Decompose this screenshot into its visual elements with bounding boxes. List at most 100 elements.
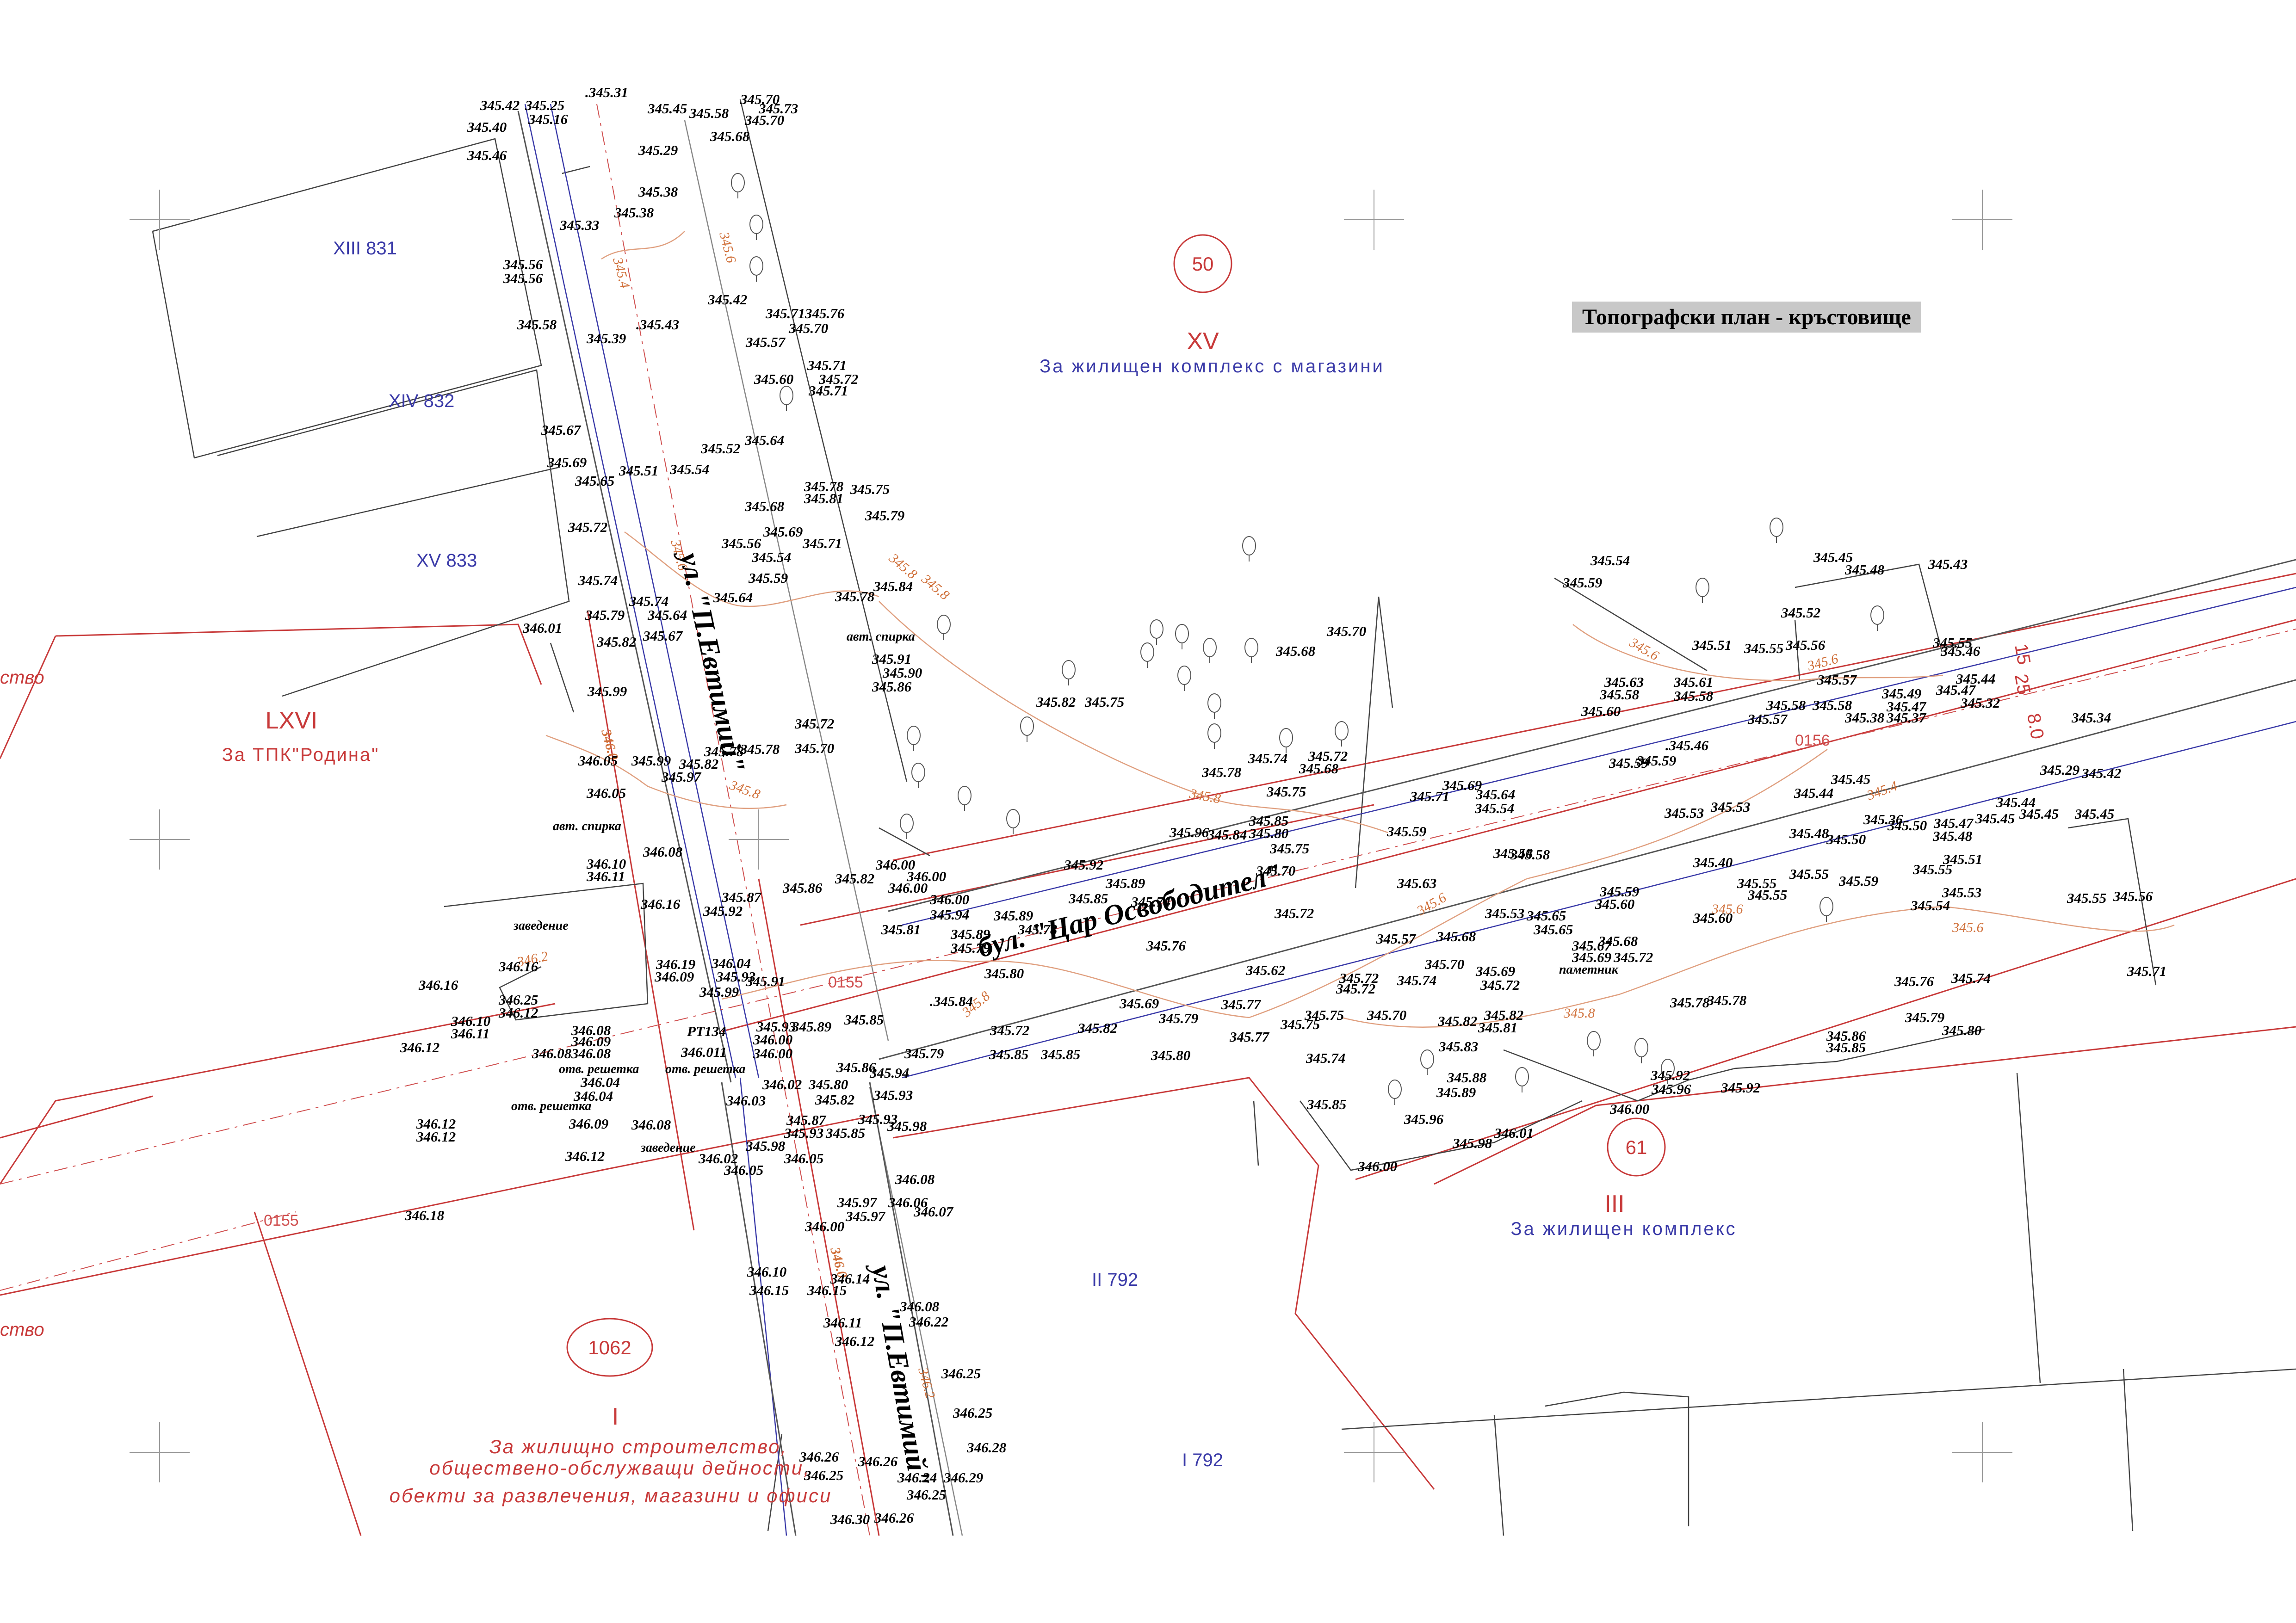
elevation-label: 346.10: [747, 1264, 786, 1280]
elevation-label: 345.46: [1940, 643, 1980, 659]
elevation-label: 345.67: [541, 422, 582, 438]
elevation-label: 345.45: [1831, 771, 1870, 787]
elevation-label: 345.70: [1256, 863, 1295, 879]
svg-text:XV 833: XV 833: [416, 550, 477, 571]
elevation-label: 346.03: [726, 1092, 766, 1109]
elevation-label: 345.98: [745, 1138, 786, 1154]
elevation-label: 345.57: [1376, 931, 1417, 947]
elevation-label: 345.86: [782, 880, 823, 896]
elevation-label: 345.53: [1664, 805, 1704, 821]
elevation-label: 345.69: [763, 524, 803, 540]
elevation-label: 346.25: [941, 1365, 981, 1382]
svg-text:345.6: 345.6: [1952, 920, 1984, 935]
elevation-label: 346.05: [784, 1150, 823, 1166]
svg-text:II 792: II 792: [1092, 1270, 1138, 1290]
elevation-label: 346.00: [875, 857, 915, 873]
elevation-label: 345.38: [614, 204, 654, 221]
elevation-label: 346.08: [571, 1045, 611, 1061]
elevation-label: 345.64: [647, 607, 687, 623]
elevation-label: 345.74: [1951, 970, 1991, 986]
elevation-label: 345.68: [744, 498, 785, 514]
elevation-label: 346.15: [749, 1282, 789, 1298]
parcel-boundaries: [0, 573, 2296, 1536]
elevation-label: 345.78: [1707, 992, 1747, 1008]
feature-labels: авт. спирка авт. спирка заведение заведе…: [511, 629, 1619, 1155]
elevation-label: 345.63: [1604, 674, 1644, 690]
elevation-label: 345.44: [1794, 785, 1833, 801]
svg-text:обекти за развлечения, магазин: обекти за развлечения, магазини и офиси: [390, 1485, 832, 1506]
elevation-label: 346.04: [711, 955, 751, 971]
elevation-label: 345.72: [568, 519, 607, 535]
parcel-61-circle: [1607, 1117, 1666, 1177]
elevation-label: 346.25: [953, 1405, 992, 1421]
elevation-label: 345.53: [1710, 799, 1750, 815]
svg-text:отв. решетка: отв. решетка: [511, 1099, 591, 1113]
elevation-label: 345.93: [756, 1018, 796, 1035]
elevation-label: 345.97: [845, 1208, 886, 1224]
elevation-label: 345.59: [1636, 753, 1676, 769]
svg-text:345.8: 345.8: [918, 571, 953, 603]
elevation-label: 345.64: [744, 432, 784, 448]
svg-text:345.6: 345.6: [716, 230, 739, 265]
elevation-label: 345.54: [1910, 897, 1950, 913]
elevation-label: 345.91: [745, 973, 785, 989]
elevation-label: 345.45: [2019, 806, 2059, 822]
elevation-label: 345.81: [881, 921, 921, 938]
elevation-label: 346.05: [724, 1162, 763, 1178]
elevation-label: 345.70: [744, 112, 784, 128]
elevation-label: 345.32: [1960, 695, 2000, 711]
elevation-label: 345.80: [984, 965, 1024, 981]
elevation-label: 345.87: [786, 1112, 827, 1128]
elevation-label: 345.55: [2067, 890, 2106, 906]
elevation-label: 345.50: [1826, 831, 1866, 847]
svg-text:III: III: [1604, 1191, 1624, 1217]
elevation-label: 345.58: [689, 105, 729, 121]
elevation-label: 345.45: [2074, 806, 2114, 822]
svg-text:отв. решетка: отв. решетка: [665, 1062, 745, 1076]
elevation-label: 346.22: [909, 1314, 948, 1330]
elevation-label: 345.69: [1119, 995, 1159, 1012]
elevation-label: 345.58: [1493, 845, 1533, 861]
elevation-label: 345.58: [1599, 686, 1640, 703]
svg-text:За ТПК"Родина": За ТПК"Родина": [222, 745, 380, 765]
elevation-label: 345.87: [721, 889, 762, 905]
contour-lines: [545, 231, 2175, 1028]
elevation-label: 345.98: [887, 1118, 927, 1134]
elevation-label: 345.54: [1474, 800, 1514, 816]
elevation-label: 345.50: [1887, 817, 1927, 833]
elevation-label: 346.04: [573, 1088, 613, 1104]
elevation-label: 345.83: [1438, 1038, 1478, 1055]
elevation-label: 345.29: [638, 142, 678, 158]
elevation-label: 345.93: [858, 1111, 897, 1127]
elevation-label: 345.78: [1017, 921, 1058, 938]
elevation-label: 345.25: [525, 97, 564, 113]
elevation-label: 345.45: [647, 100, 687, 117]
elevation-label: 345.71: [808, 383, 848, 399]
elevation-label: 345.36: [1863, 811, 1903, 827]
elevation-label: 345.77: [1229, 1029, 1270, 1045]
elevation-label: 345.71: [2127, 963, 2166, 979]
elevation-label: 345.72: [1339, 970, 1379, 986]
elevation-label: 345.44: [1956, 671, 1995, 687]
elevation-label: 346.12: [498, 1005, 538, 1021]
elevation-label: 346.00: [906, 868, 946, 884]
elevation-label: 345.38: [638, 184, 678, 200]
elevation-label: 345.72: [794, 716, 834, 732]
elevation-label: 346.16: [640, 896, 681, 912]
elevation-label: 345.78: [804, 478, 844, 494]
elevation-label: .345.43: [636, 316, 679, 333]
elevation-label: 345.59: [1838, 873, 1878, 889]
elevation-label: 345.82: [679, 756, 718, 772]
elevation-label: 345.56: [2113, 888, 2153, 904]
elevation-label: 345.65: [575, 473, 614, 489]
svg-text:ство: ство: [0, 1320, 44, 1340]
elevation-label: 345.29: [2040, 762, 2079, 778]
curb-lines: [517, 111, 2296, 1536]
elevation-label: 345.85: [825, 1125, 865, 1141]
elevation-label: 345.89: [792, 1018, 831, 1035]
axis-labels: 0155 0155 0156: [264, 732, 1830, 1229]
elevation-label: 345.62: [1245, 962, 1285, 978]
svg-text:XIV 832: XIV 832: [389, 391, 454, 411]
